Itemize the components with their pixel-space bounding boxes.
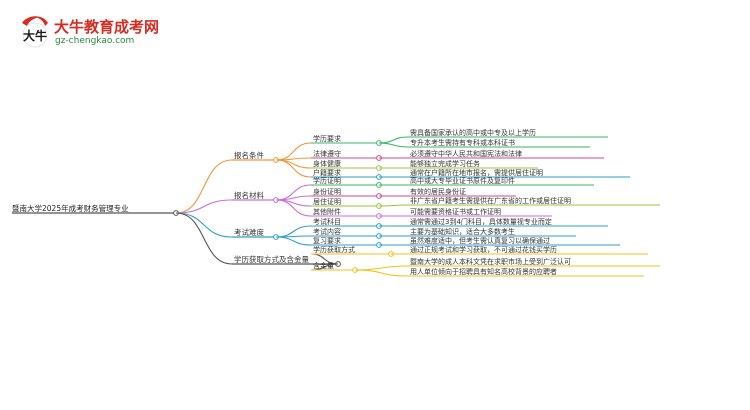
leaf-text: 能够独立完成学习任务	[410, 159, 480, 168]
leaf-connector	[354, 265, 409, 271]
branch-connector	[175, 159, 233, 214]
leaf-text: 主要为基础知识，适合大多数考生	[410, 227, 515, 236]
brand-logo: 大牛 大牛教育成考网 gz-chengkao.com	[18, 14, 168, 50]
leaf-text: 通常在户籍所在地市报名，需提供居住证明	[410, 168, 543, 177]
subtopic-connector	[275, 236, 312, 246]
subtopic: 学历获取方式	[313, 245, 355, 254]
leaf-text: 有效的居民身份证	[410, 187, 466, 196]
leaf-connector	[378, 204, 409, 207]
logo-mark-text: 大牛	[23, 28, 47, 43]
branch-topic: 考试难度	[234, 227, 264, 237]
subtopic: 法律遵守	[313, 149, 341, 158]
leaf-text: 虽然难度适中，但考生需认真复习以确保通过	[410, 236, 550, 245]
leaf-text: 非广东省户籍考生需提供在广东省的工作或居住证明	[410, 196, 571, 205]
leaf-text: 通过正规考试和学习获取，不可通过花钱买学历	[410, 245, 557, 254]
bull-logo-icon: 大牛	[22, 16, 48, 48]
leaf-text: 必须遵守中华人民共和国宪法和法律	[410, 149, 522, 158]
leaf-connector	[378, 136, 409, 144]
subtopic: 其他附件	[313, 207, 341, 216]
subtopic: 考试内容	[313, 227, 341, 236]
subtopic-connector	[275, 225, 312, 238]
leaf-text: 暨南大学的成人本科文凭在求职市场上受到广泛认可	[410, 257, 571, 266]
subtopic: 考试科目	[313, 217, 341, 226]
subtopic: 学历证明	[313, 176, 341, 185]
root-topic: 暨南大学2025年成考财务管理专业	[12, 203, 129, 213]
subtopic: 户籍要求	[313, 168, 341, 177]
subtopic-connector	[275, 159, 312, 169]
subtopic: 身体健康	[313, 159, 341, 168]
subtopic: 复习要求	[313, 236, 341, 245]
branch-topic: 报名材料	[234, 190, 264, 200]
branch-connector	[175, 212, 233, 238]
branch-topic: 报名条件	[234, 150, 264, 160]
branch-connector	[175, 199, 233, 214]
brand-title: 大牛教育成考网	[54, 18, 160, 36]
leaf-connector	[378, 142, 409, 148]
subtopic: 学历要求	[313, 134, 341, 143]
subtopic-connector	[275, 142, 312, 161]
brand-url: gz-chengkao.com	[55, 36, 135, 46]
branch-topic: 学历获取方式及含金量	[234, 254, 309, 264]
leaf-connector	[354, 269, 409, 277]
subtopic-connector	[275, 199, 312, 217]
leaf-text: 专升本考生需持有专科或本科证书	[410, 138, 515, 147]
subtopic: 含金量	[313, 261, 334, 270]
leaf-text: 通常需通过3到4门科目，具体数量视专业而定	[410, 217, 552, 226]
leaf-text: 需具备国家承认的高中或中专及以上学历	[410, 128, 536, 137]
branch-connector	[175, 212, 233, 265]
subtopic: 身份证明	[313, 187, 341, 196]
subtopic-connector	[275, 195, 312, 201]
leaf-text: 高中或大专毕业证书原件及复印件	[410, 176, 515, 185]
leaf-text: 可能需要资格证书或工作证明	[410, 207, 501, 216]
leaf-text: 用人单位倾向于招聘具有知名高校背景的应聘者	[410, 267, 557, 276]
subtopic-connector	[275, 159, 312, 178]
subtopic: 居住证明	[313, 197, 341, 206]
